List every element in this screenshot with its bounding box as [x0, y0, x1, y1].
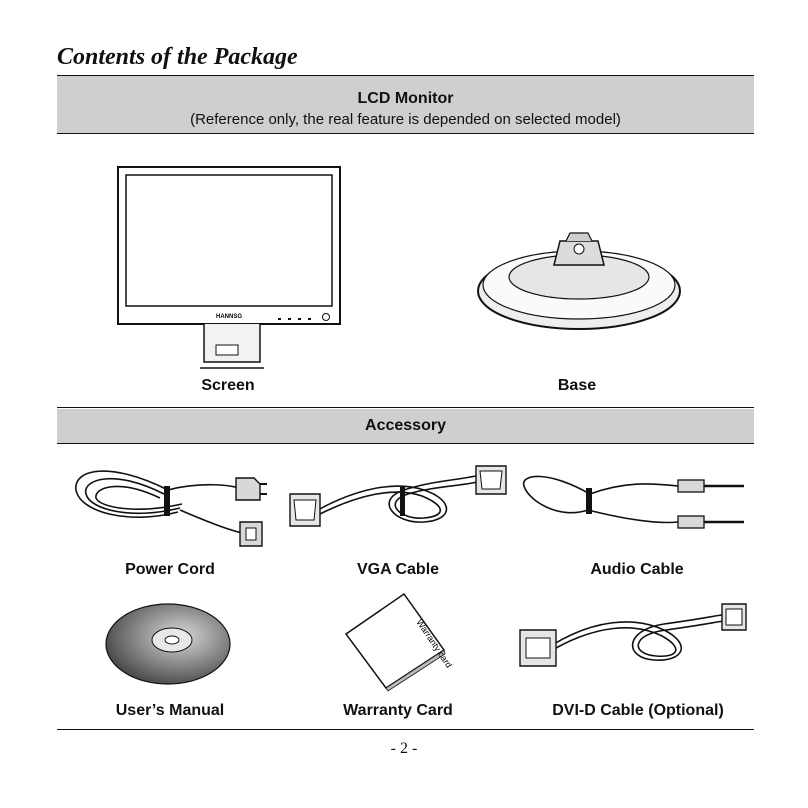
monitor-base-icon [477, 232, 681, 330]
item-label-audio-cable: Audio Cable [590, 561, 684, 578]
page-number: - 2 - [390, 740, 418, 757]
item-label-dvi-cable: DVI-D Cable (Optional) [552, 702, 724, 719]
dvi-cable-icon [519, 603, 747, 667]
item-label-warranty-card: Warranty Card [343, 702, 453, 719]
warranty-card-icon: Warranty card [344, 592, 452, 692]
vga-cable-icon [289, 465, 507, 527]
monitor-section-subheading: (Reference only, the real feature is dep… [190, 111, 621, 128]
monitor-brand-text: HANNSG [216, 314, 242, 320]
lcd-monitor-icon: HANNSG [117, 166, 341, 369]
monitor-section-divider [57, 133, 754, 134]
accessory-section-header: Accessory [57, 409, 754, 443]
item-label-users-manual: User’s Manual [115, 702, 225, 719]
accessory-section-divider [57, 443, 754, 444]
item-label-base: Base [557, 377, 597, 394]
accessory-section-heading: Accessory [365, 417, 446, 434]
monitor-section-header: LCD Monitor (Reference only, the real fe… [57, 76, 754, 133]
accessory-section-top-rule [57, 407, 754, 408]
item-label-vga-cable: VGA Cable [356, 561, 440, 578]
monitor-section-heading: LCD Monitor [357, 90, 454, 107]
footer-divider [57, 729, 754, 730]
power-cord-icon [75, 470, 267, 547]
page-title: Contents of the Package [57, 44, 298, 70]
cd-disc-icon [105, 603, 231, 685]
audio-cable-icon [522, 475, 744, 529]
item-label-power-cord: Power Cord [125, 561, 215, 578]
item-label-screen: Screen [201, 377, 255, 394]
